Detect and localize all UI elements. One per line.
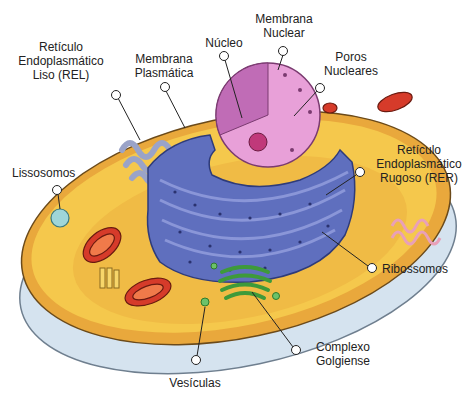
leader-line bbox=[197, 307, 205, 356]
leader-line bbox=[368, 264, 377, 273]
leader-line bbox=[220, 52, 229, 61]
rough-er bbox=[178, 230, 181, 233]
leader-line bbox=[316, 84, 325, 93]
cell-body bbox=[57, 128, 422, 351]
nucleus bbox=[216, 63, 320, 167]
part-label: Membrana Nuclear bbox=[248, 12, 320, 40]
leader-line bbox=[192, 356, 201, 365]
nucleus bbox=[249, 133, 267, 151]
vesicles bbox=[201, 298, 209, 306]
rough-er bbox=[162, 210, 342, 239]
leader-line bbox=[53, 47, 377, 365]
centrioles bbox=[107, 268, 112, 288]
leader-line bbox=[58, 194, 60, 209]
golgi-complex bbox=[220, 276, 270, 282]
rough-er bbox=[278, 212, 281, 215]
leader-line bbox=[292, 346, 301, 355]
rough-er bbox=[160, 190, 345, 220]
mitochondria bbox=[86, 230, 118, 260]
leader-line bbox=[161, 83, 170, 92]
mitochondria bbox=[77, 221, 127, 269]
part-label: Poros Nucleares bbox=[318, 50, 384, 78]
rough-er bbox=[173, 190, 176, 193]
rough-er bbox=[248, 216, 251, 219]
part-label: Vesículas bbox=[158, 376, 232, 390]
mitochondria bbox=[131, 281, 165, 303]
golgi-complex bbox=[220, 267, 270, 298]
vesicles bbox=[201, 263, 280, 306]
leader-line bbox=[294, 91, 317, 116]
part-label: Retículo Endoplasmático Liso (REL) bbox=[8, 40, 114, 82]
leader-line bbox=[53, 186, 62, 195]
mitochondria bbox=[121, 273, 174, 312]
rough-er bbox=[160, 172, 348, 257]
part-label: Retículo Endoplasmático Rugoso (RER) bbox=[368, 143, 470, 185]
ribosome-coil bbox=[392, 232, 440, 244]
ribosome-coil bbox=[392, 220, 428, 232]
nucleus bbox=[290, 148, 294, 152]
rough-er bbox=[308, 202, 311, 205]
rough-er bbox=[238, 250, 241, 253]
mitochondria bbox=[323, 103, 337, 113]
leader-line bbox=[279, 47, 288, 56]
nucleus bbox=[298, 88, 302, 92]
golgi-complex bbox=[226, 293, 264, 298]
lysosome bbox=[51, 209, 69, 227]
leader-line bbox=[322, 232, 368, 266]
vesicles bbox=[211, 263, 217, 269]
mitochondria bbox=[375, 88, 414, 115]
rough-er bbox=[268, 248, 271, 251]
lysosome bbox=[51, 209, 69, 227]
part-label: Núcleo bbox=[198, 36, 250, 50]
mitochondria bbox=[77, 88, 415, 311]
golgi-complex bbox=[222, 285, 268, 291]
part-label: Ribossomos bbox=[382, 262, 466, 276]
rough-er bbox=[173, 190, 329, 271]
leader-line bbox=[225, 60, 242, 118]
rough-er bbox=[298, 240, 301, 243]
leader-line bbox=[326, 175, 356, 195]
nucleus bbox=[216, 63, 320, 167]
rough-er bbox=[165, 230, 335, 257]
centrioles bbox=[100, 268, 119, 288]
rough-er bbox=[160, 172, 348, 201]
golgi-complex bbox=[222, 267, 268, 272]
rough-er bbox=[188, 260, 191, 263]
vesicles bbox=[273, 293, 280, 300]
rough-er bbox=[208, 244, 211, 247]
part-label: Lissosomos bbox=[12, 166, 92, 180]
rough-er bbox=[193, 203, 196, 206]
leader-line bbox=[278, 55, 283, 70]
nucleus bbox=[283, 73, 287, 77]
rough-er bbox=[218, 212, 221, 215]
leader-line bbox=[118, 98, 140, 140]
leader-line bbox=[112, 91, 121, 100]
ribosome-coil bbox=[392, 220, 440, 244]
part-label: Membrana Plasmática bbox=[122, 52, 206, 80]
nucleus bbox=[216, 63, 268, 135]
leader-line bbox=[166, 91, 185, 128]
rough-er bbox=[326, 224, 329, 227]
centrioles bbox=[100, 268, 105, 288]
centrioles bbox=[114, 270, 119, 288]
leader-line bbox=[252, 292, 293, 347]
leader-line bbox=[356, 168, 365, 177]
nucleus bbox=[308, 110, 312, 114]
part-label: Complexo Golgiense bbox=[302, 340, 384, 368]
